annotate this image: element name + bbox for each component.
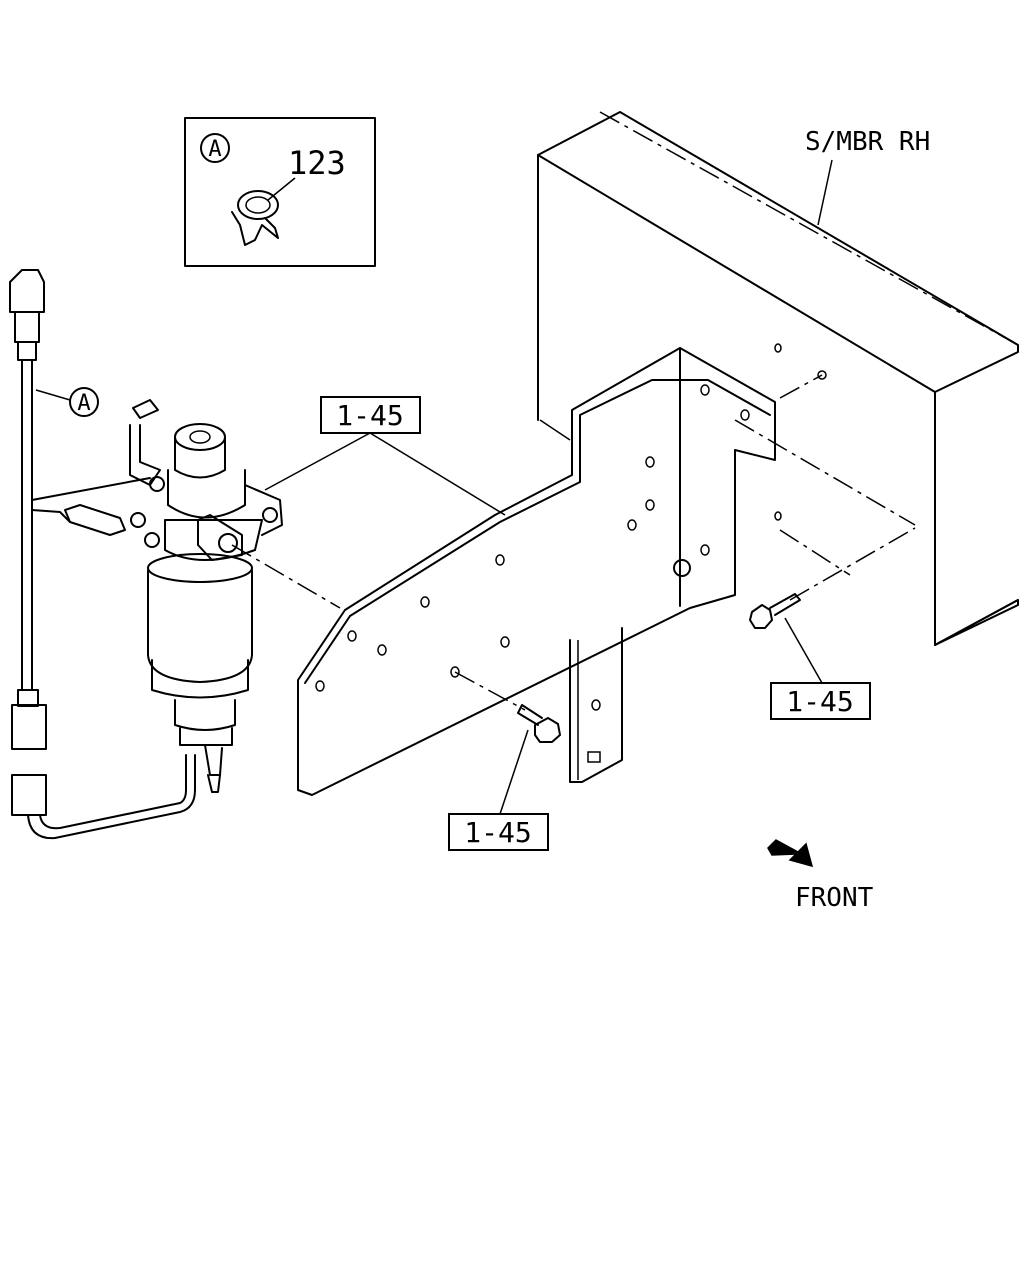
sensor-wire-harness [9, 269, 196, 840]
bolt-lower [517, 704, 561, 743]
detail-a-callout: A [208, 137, 221, 162]
bolt-right [749, 593, 801, 629]
side-member-frame [537, 111, 1019, 646]
ref-label-right: 1-45 [786, 685, 853, 718]
mounting-bracket [297, 343, 827, 796]
detail-a-box: A 123 [184, 117, 376, 267]
front-direction-label: FRONT [795, 883, 874, 913]
ref-label-lower: 1-45 [464, 816, 531, 849]
hose-clip-icon [231, 190, 279, 246]
ref-label-upper: 1-45 [336, 399, 403, 432]
frame-member-label: S/MBR RH [805, 127, 930, 157]
detail-part-number: 123 [288, 144, 346, 182]
harness-a-circle [69, 387, 99, 417]
assembly-leader-lines [231, 111, 1019, 711]
fuel-filter-assembly [64, 399, 283, 793]
front-arrow-icon [767, 839, 814, 868]
harness-a-callout: A [77, 391, 90, 416]
